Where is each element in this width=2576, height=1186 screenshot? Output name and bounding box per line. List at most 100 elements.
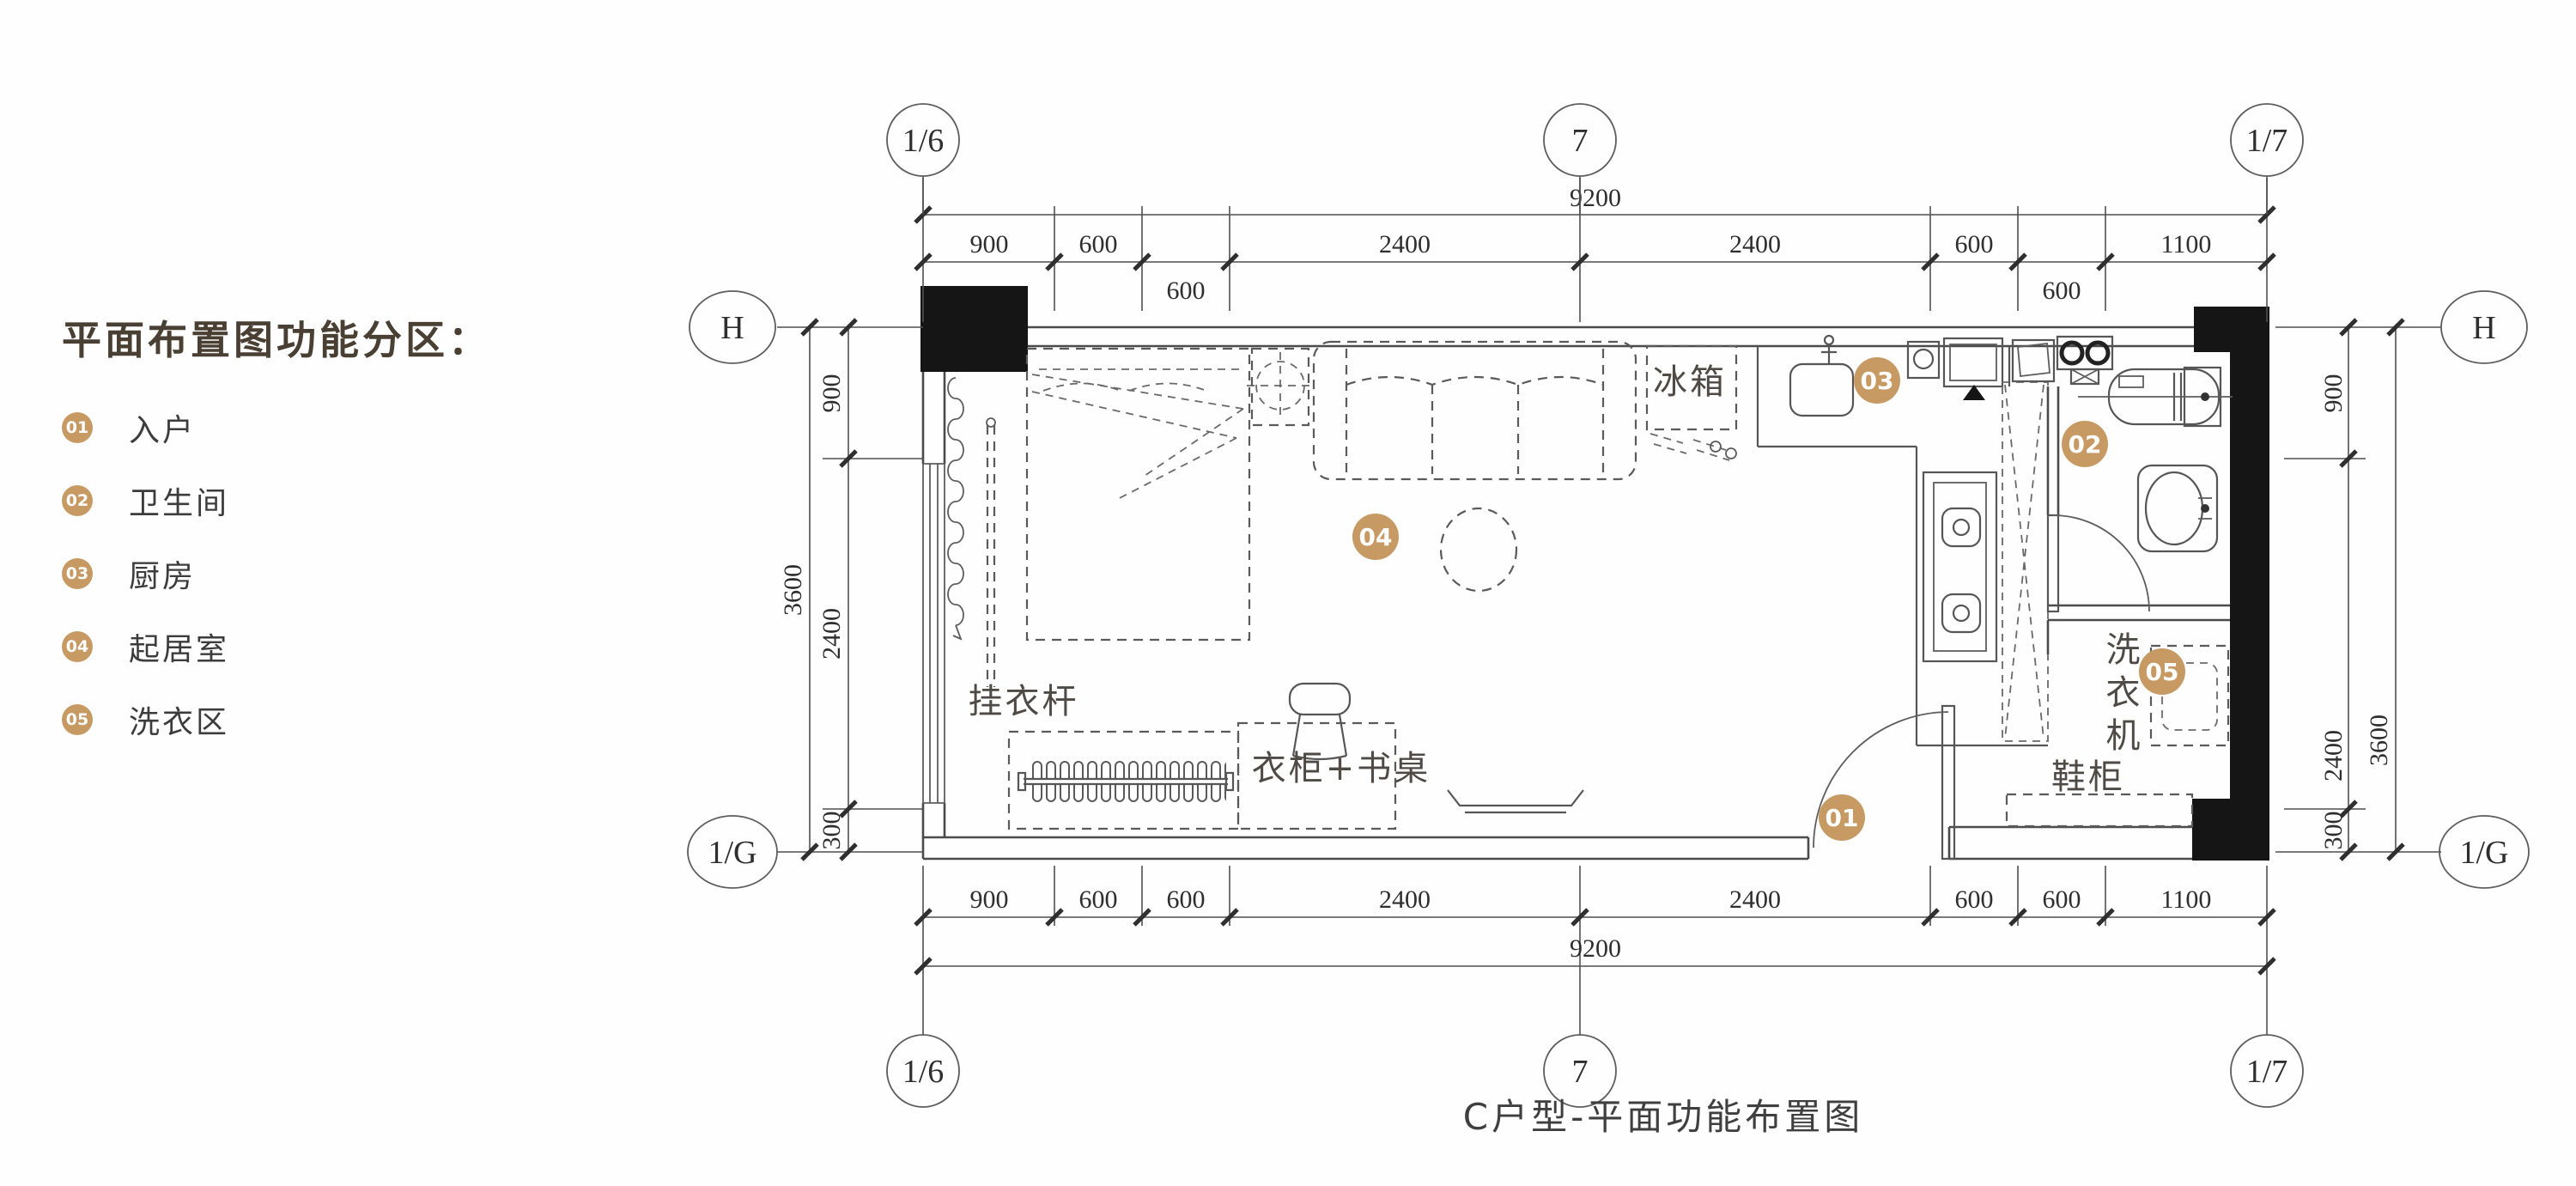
svg-text:H: H	[2472, 310, 2495, 346]
dimensions-left: 3600 900 2400 300	[777, 319, 923, 860]
wash-basin	[2136, 464, 2219, 553]
grid-bubble-1-7-top	[2230, 103, 2304, 177]
column-top-left	[920, 286, 1028, 372]
zone-05-label: 洗衣区	[129, 705, 230, 740]
door-swing-marker	[1963, 385, 1985, 400]
nightstand	[1247, 347, 1314, 427]
fridge-label: 冰箱	[1653, 362, 1727, 402]
grid-bubble-1-6-bottom	[886, 1034, 960, 1108]
grid-bubble-7-top	[1543, 103, 1617, 177]
svg-text:1/6: 1/6	[902, 1054, 945, 1090]
svg-text:02: 02	[2069, 430, 2102, 459]
washer-label: 洗 衣 机	[2106, 630, 2143, 756]
svg-text:600: 600	[1079, 230, 1118, 258]
svg-text:2400: 2400	[1379, 230, 1431, 258]
svg-text:H: H	[720, 310, 744, 346]
legend-item-bathroom: 02 卫生间	[62, 485, 526, 521]
plan-zone-badges: 01 02 03 04 05	[1352, 357, 2185, 841]
svg-text:1100: 1100	[2161, 885, 2212, 914]
zone-05-badge: 05	[62, 704, 93, 735]
wall-right	[2230, 307, 2269, 861]
dim-top-overall: 9200	[1570, 184, 1621, 212]
svg-text:2400: 2400	[1379, 885, 1431, 914]
svg-text:300: 300	[2319, 812, 2348, 850]
bathroom	[2011, 335, 2233, 654]
svg-text:7: 7	[1572, 123, 1589, 159]
bathroom-vanity-basin	[2011, 338, 2056, 383]
grid-bubble-h-left	[689, 290, 776, 364]
grid-bubble-1-7-bottom	[2230, 1034, 2304, 1108]
dimensions-bottom: 900 600 600 2400 2400 600 600 1100 9200	[915, 866, 2275, 1035]
walls	[920, 286, 2269, 861]
svg-text:600: 600	[2043, 885, 2081, 914]
legend-items: 01 入户 02 卫生间 03 厨房 04 起居室 05 洗衣区	[62, 412, 526, 740]
svg-text:600: 600	[1079, 885, 1118, 914]
svg-text:04: 04	[1359, 523, 1393, 551]
svg-text:洗: 洗	[2106, 630, 2143, 670]
grid-bubble-7-bottom	[1543, 1034, 1617, 1108]
zone-01-badge: 01	[62, 412, 93, 443]
wardrobe-desk-label: 衣柜+书桌	[1252, 749, 1431, 788]
right-ticks	[2341, 319, 2403, 860]
badge-kitchen: 03	[1854, 357, 1900, 404]
kitchen	[1756, 334, 2049, 747]
svg-text:600: 600	[1167, 277, 1206, 305]
svg-text:600: 600	[1955, 885, 1994, 914]
laundry	[2005, 644, 2230, 828]
dim-left-overall: 3600	[779, 564, 807, 616]
slippers	[1649, 433, 1737, 461]
legend-item-entry: 01 入户	[62, 412, 526, 448]
dim-right-overall: 3600	[2365, 715, 2393, 766]
badge-living: 04	[1352, 514, 1399, 560]
legend-item-laundry: 05 洗衣区	[62, 704, 526, 740]
entry-door	[1813, 704, 1956, 861]
room-labels: 冰箱 挂衣杆 衣柜+书桌 鞋柜 洗 衣 机	[969, 362, 2143, 797]
dim-bottom-overall: 9200	[1570, 934, 1621, 963]
legend-item-kitchen: 03 厨房	[62, 558, 526, 594]
grid-bubbles: 1/6 7 1/7 1/6 7 1/7 H 1/G H 1/G	[687, 103, 2530, 1108]
kitchen-basin-box	[1906, 340, 1941, 380]
sill-tray	[1447, 789, 1584, 814]
svg-text:1/6: 1/6	[902, 123, 945, 159]
svg-text:01: 01	[1826, 804, 1859, 832]
zone-04-badge: 04	[62, 631, 93, 662]
drawing-title: C户型-平面功能布置图	[1463, 1096, 1863, 1138]
svg-text:05: 05	[2146, 658, 2179, 686]
svg-text:1/7: 1/7	[2246, 123, 2288, 159]
clothes-rail-label: 挂衣杆	[969, 682, 1079, 721]
top-ticks	[915, 207, 2275, 270]
svg-text:900: 900	[817, 374, 846, 413]
bed	[1025, 347, 1251, 642]
zone-03-label: 厨房	[129, 559, 197, 594]
shoe-cabinet-label: 鞋柜	[2051, 757, 2125, 797]
washing-machine	[2149, 644, 2230, 747]
zone-04-label: 起居室	[129, 632, 230, 667]
clothes-rail	[986, 417, 996, 687]
badge-bathroom: 02	[2062, 421, 2108, 467]
svg-text:2400: 2400	[2319, 730, 2348, 782]
dimensions-right: 900 2400 3600 300	[2275, 319, 2441, 860]
svg-text:2400: 2400	[817, 608, 846, 660]
bathroom-door	[2046, 514, 2150, 613]
curtain	[947, 377, 964, 641]
water-heater	[2078, 366, 2233, 428]
zone-01-label: 入户	[129, 413, 197, 448]
svg-text:600: 600	[1955, 230, 1994, 258]
wardrobe	[1007, 730, 1240, 830]
svg-text:2400: 2400	[1729, 885, 1781, 914]
legend: 平面布置图功能分区： 01 入户 02 卫生间 03 厨房 04 起居室 05 …	[62, 309, 526, 777]
legend-item-living: 04 起居室	[62, 631, 526, 667]
column-bottom-right	[2192, 799, 2233, 861]
sofa	[1312, 340, 1637, 481]
svg-text:03: 03	[1861, 367, 1894, 395]
svg-text:衣: 衣	[2106, 673, 2143, 713]
window-left	[922, 463, 945, 804]
dimensions-top: 9200 900 600 2400 2400 600 1100 600 600	[915, 178, 2275, 322]
round-table	[1439, 507, 1518, 593]
fridge	[1645, 344, 1738, 461]
grid-bubble-h-right	[2440, 290, 2528, 364]
svg-text:900: 900	[970, 230, 1009, 258]
svg-text:300: 300	[817, 812, 846, 850]
stool	[1288, 682, 1352, 761]
